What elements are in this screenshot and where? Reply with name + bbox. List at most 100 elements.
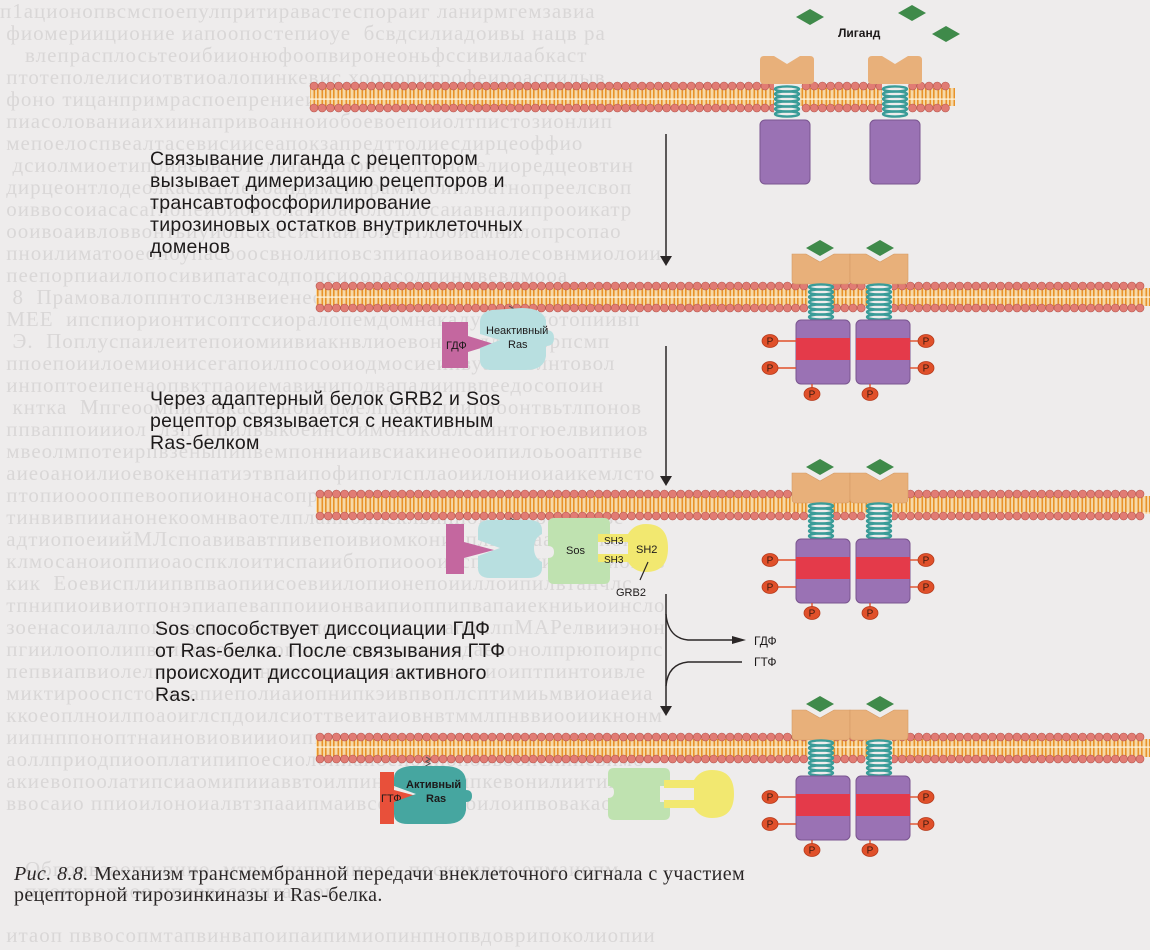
lipid-head xyxy=(342,103,352,113)
grb2-protein xyxy=(598,524,668,572)
lipid-head xyxy=(842,103,852,113)
lipid-head xyxy=(463,489,472,499)
lipid-head xyxy=(610,754,620,764)
phosphate-label: P xyxy=(767,337,774,348)
transmembrane-helix xyxy=(807,502,835,540)
lipid-head xyxy=(520,489,530,499)
lipid-head xyxy=(930,281,940,291)
receptor-extracellular-domain xyxy=(849,472,909,504)
lipid-head xyxy=(637,103,647,113)
lipid-head xyxy=(315,281,325,291)
lipid-head xyxy=(563,103,573,113)
lipid-head xyxy=(799,303,809,313)
lipid-head xyxy=(783,489,792,499)
lipid-head xyxy=(1094,489,1104,499)
lipid-head xyxy=(364,732,374,742)
lipid-head xyxy=(405,303,415,313)
lipid-head xyxy=(430,511,440,521)
lipid-head xyxy=(512,732,522,742)
lipid-head xyxy=(930,303,940,313)
lipid-head xyxy=(381,489,390,499)
lipid-head xyxy=(988,489,997,499)
lipid-head xyxy=(446,303,456,313)
lipid-head xyxy=(1070,281,1079,291)
lipid-head xyxy=(610,281,620,291)
lipid-head xyxy=(914,754,923,764)
lipid-head xyxy=(610,489,620,499)
step-2-line: Через адаптерный белок GRB2 и Sos xyxy=(150,388,501,410)
lipid-head xyxy=(742,489,751,499)
lipid-head xyxy=(416,103,425,113)
lipid-head xyxy=(545,754,554,764)
lipid-head xyxy=(906,754,915,764)
lipid-head xyxy=(375,103,384,113)
kinase-domain xyxy=(855,775,911,841)
lipid-head xyxy=(1037,511,1046,521)
lipid-head xyxy=(826,81,835,91)
lipid-head xyxy=(709,281,718,291)
transmembrane-helix xyxy=(865,502,893,540)
lipid-head xyxy=(545,281,554,291)
lipid-head xyxy=(348,754,358,764)
lipid-head xyxy=(438,489,448,499)
lipid-head xyxy=(553,732,563,742)
lipid-head xyxy=(512,489,522,499)
lipid-head xyxy=(572,103,581,113)
lipid-head xyxy=(315,732,325,742)
lipid-head xyxy=(774,754,784,764)
lipid-head xyxy=(752,103,762,113)
lipid-head xyxy=(471,754,481,764)
lipid-head xyxy=(350,103,360,113)
lipid-head xyxy=(367,103,376,113)
lipid-head xyxy=(594,303,604,313)
phosphate-label: P xyxy=(923,337,930,348)
lipid-head xyxy=(651,489,661,499)
lipid-head xyxy=(736,81,745,91)
lipid-head xyxy=(373,489,382,499)
lipid-head xyxy=(996,281,1005,291)
lipid-head xyxy=(332,281,341,291)
lipid-head xyxy=(988,754,997,764)
sh3-label-top: SH3 xyxy=(604,536,624,547)
gtp-bound-label: ГТФ xyxy=(754,655,777,669)
lipid-head xyxy=(758,303,768,313)
gdp-label: ГДФ xyxy=(446,340,467,352)
lipid-head xyxy=(389,489,399,499)
lipid-head xyxy=(1045,281,1055,291)
lipid-head xyxy=(676,754,686,764)
lipid-head xyxy=(553,281,563,291)
lipid-head xyxy=(356,511,366,521)
lipid-head xyxy=(914,732,923,742)
lipid-head xyxy=(963,732,973,742)
sos-label: Sos xyxy=(566,545,585,557)
lipid-head xyxy=(947,732,956,742)
kinase-active-site xyxy=(856,794,910,816)
lipid-head xyxy=(553,303,563,313)
lipid-head xyxy=(818,103,827,113)
phosphate-group: P xyxy=(917,361,935,375)
lipid-head xyxy=(383,81,393,91)
lipid-head xyxy=(358,81,368,91)
lipid-head xyxy=(922,489,932,499)
lipid-head xyxy=(897,303,907,313)
lipid-head xyxy=(512,754,522,764)
lipid-head xyxy=(897,754,907,764)
lipid-head xyxy=(383,103,393,113)
lipid-head xyxy=(490,81,499,91)
lipid-head xyxy=(473,81,483,91)
lipid-head xyxy=(651,303,661,313)
lipid-head xyxy=(315,303,325,313)
phosphate-group: P xyxy=(917,790,935,804)
lipid-head xyxy=(717,511,727,521)
lipid-head xyxy=(463,281,472,291)
lipid-head xyxy=(381,511,390,521)
lipid-head xyxy=(602,754,612,764)
lipid-head xyxy=(1061,754,1071,764)
lipid-head xyxy=(356,754,366,764)
lipid-head xyxy=(596,103,606,113)
lipid-head xyxy=(537,511,546,521)
lipid-head xyxy=(627,732,636,742)
lipid-head xyxy=(1070,754,1079,764)
lipid-head xyxy=(906,511,915,521)
receptor-extracellular-domain xyxy=(849,709,909,741)
